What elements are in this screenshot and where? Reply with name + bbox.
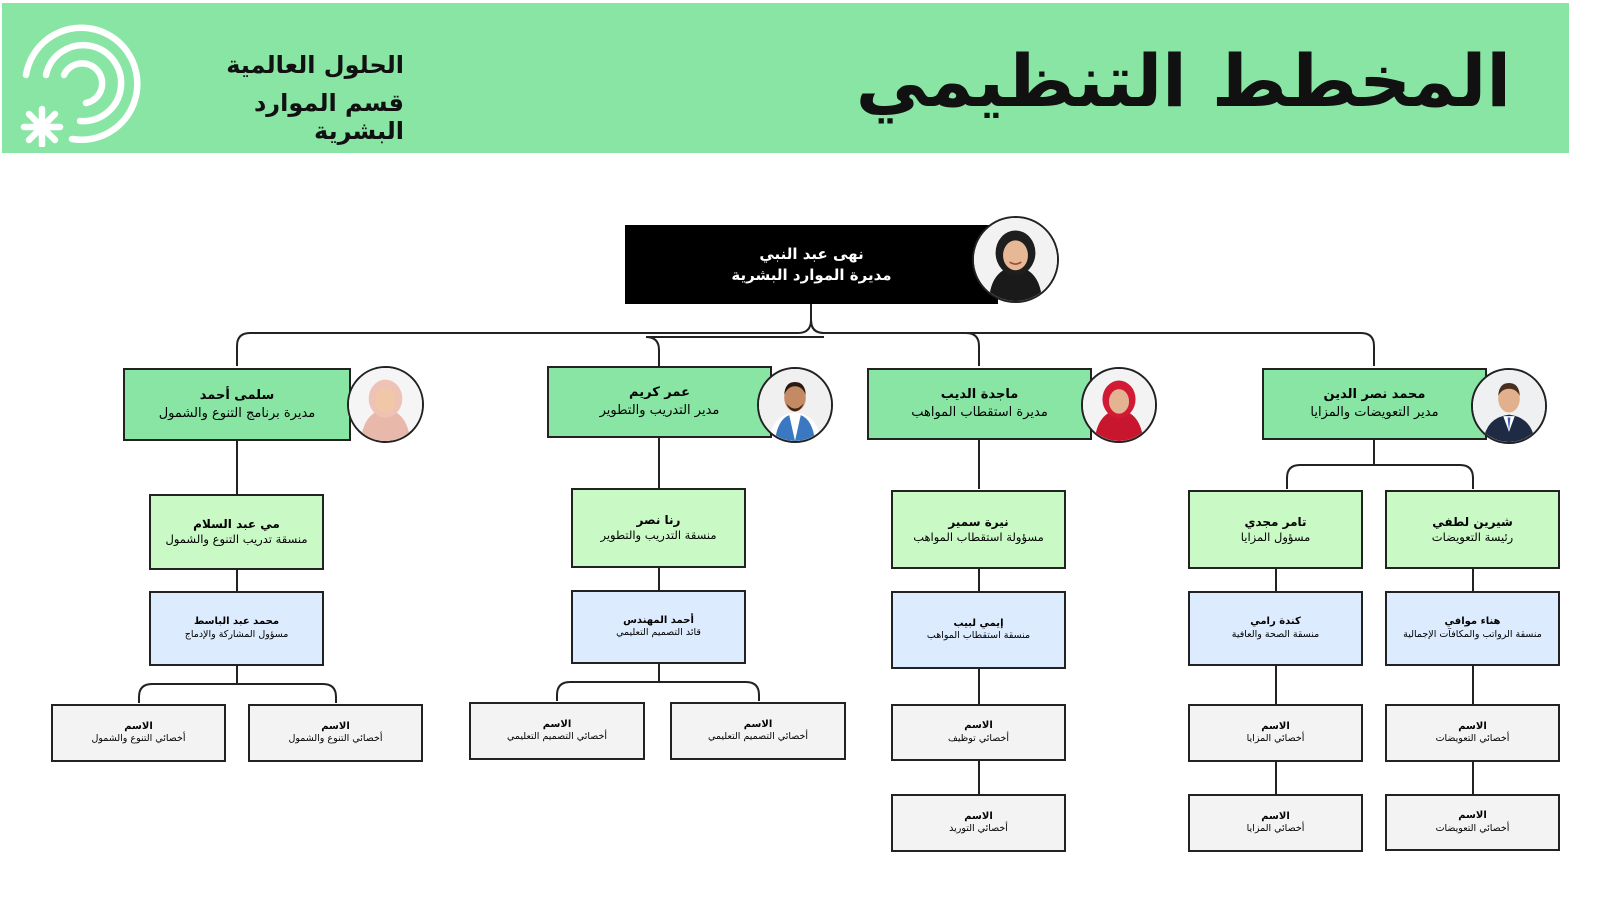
avatar: [972, 216, 1059, 303]
person-name: الاسم: [321, 720, 350, 732]
staff-box[interactable]: الاسم أخصائي المزايا: [1188, 794, 1363, 852]
person-name: رنا نصر: [636, 513, 681, 528]
person-name: نيرة سمير: [948, 514, 1009, 529]
staff-box[interactable]: الاسم أخصائي التنوع والشمول: [248, 704, 423, 762]
person-role: مدير التدريب والتطوير: [599, 403, 720, 418]
executive-box[interactable]: نهى عبد النبي مديرة الموارد البشرية: [625, 225, 998, 304]
specialist-box[interactable]: إيمي لبيب منسقة استقطاب المواهب: [891, 591, 1066, 669]
person-hijab-icon: [349, 368, 422, 441]
person-role: رئيسة التعويضات: [1431, 529, 1514, 544]
person-hijab-icon: [1083, 369, 1155, 441]
coordinator-box[interactable]: شيرين لطفي رئيسة التعويضات: [1385, 490, 1560, 569]
person-name: الاسم: [542, 718, 572, 730]
person-role: أخصائي التعويضات: [1435, 733, 1510, 745]
person-name: سلمى أحمد: [199, 387, 275, 403]
person-name: الاسم: [1458, 810, 1487, 822]
staff-box[interactable]: الاسم أخصائي التنوع والشمول: [51, 704, 226, 762]
person-role: مسؤول المزايا: [1240, 529, 1311, 544]
person-name: الاسم: [1261, 810, 1290, 822]
person-role: منسقة التدريب والتطوير: [600, 528, 717, 543]
specialist-box[interactable]: أحمد المهندس قائد التصميم التعليمي: [571, 590, 746, 664]
person-role: مسؤول المشاركة والإدماج: [184, 628, 289, 640]
person-role: مديرة برنامج التنوع والشمول: [158, 405, 316, 421]
specialist-box[interactable]: محمد عبد الباسط مسؤول المشاركة والإدماج: [149, 591, 324, 666]
person-name: تامر مجدي: [1244, 514, 1307, 529]
company-name: الحلول العالمية: [226, 51, 404, 79]
person-role: مسؤولة استقطاب المواهب: [913, 529, 1044, 544]
person-role: أخصائي التعويضات: [1435, 822, 1510, 834]
person-role: أخصائي التصميم التعليمي: [507, 731, 607, 743]
person-name: محمد عبد الباسط: [193, 616, 280, 628]
page-title: المخطط التنظيمي: [855, 39, 1511, 123]
person-name: الاسم: [1261, 720, 1290, 732]
person-suit-icon: [1473, 370, 1545, 442]
staff-box[interactable]: الاسم أخصائي التصميم التعليمي: [670, 702, 846, 760]
specialist-box[interactable]: كندة رامي منسقة الصحة والعافية: [1188, 591, 1363, 666]
avatar: [347, 366, 424, 443]
executive-role: مديرة الموارد البشرية: [731, 265, 892, 284]
person-role: منسقة استقطاب المواهب: [926, 630, 1031, 642]
person-name: الاسم: [964, 720, 993, 732]
person-name: هناء موافي: [1444, 616, 1501, 628]
person-role: أخصائي توظيف: [947, 732, 1010, 744]
person-name: أحمد المهندس: [623, 614, 694, 626]
avatar: [1471, 368, 1547, 444]
coordinator-box[interactable]: تامر مجدي مسؤول المزايا: [1188, 490, 1363, 569]
coordinator-box[interactable]: نيرة سمير مسؤولة استقطاب المواهب: [891, 490, 1066, 569]
header-banner: الحلول العالمية قسم الموارد البشرية المخ…: [2, 3, 1569, 153]
person-name: ماجدة الديب: [940, 387, 1019, 403]
staff-box[interactable]: الاسم أخصائي التصميم التعليمي: [469, 702, 645, 760]
manager-box[interactable]: ماجدة الديب مديرة استقطاب المواهب: [867, 368, 1092, 440]
spiral-asterisk-logo-icon: [20, 24, 141, 147]
person-name: الاسم: [964, 810, 993, 822]
person-role: مديرة استقطاب المواهب: [911, 405, 1048, 420]
person-role: أخصائي التصميم التعليمي: [708, 731, 808, 743]
avatar: [1081, 367, 1157, 443]
person-role: أخصائي المزايا: [1246, 733, 1305, 745]
person-name: إيمي لبيب: [953, 617, 1004, 629]
person-role: أخصائي التنوع والشمول: [91, 733, 186, 745]
staff-box[interactable]: الاسم أخصائي توظيف: [891, 704, 1066, 761]
person-name: الاسم: [1458, 720, 1487, 732]
person-name: شيرين لطفي: [1432, 514, 1513, 529]
person-role: أخصائي التوريد: [949, 823, 1008, 835]
person-role: أخصائي المزايا: [1246, 823, 1305, 835]
person-role: أخصائي التنوع والشمول: [288, 733, 383, 745]
person-hijab-icon: [974, 218, 1057, 301]
person-name: محمد نصر الدين: [1323, 387, 1426, 403]
person-name: عمر كريم: [629, 385, 690, 401]
staff-box[interactable]: الاسم أخصائي المزايا: [1188, 704, 1363, 762]
coordinator-box[interactable]: رنا نصر منسقة التدريب والتطوير: [571, 488, 746, 568]
staff-box[interactable]: الاسم أخصائي التوريد: [891, 794, 1066, 852]
person-role: منسقة تدريب التنوع والشمول: [165, 532, 308, 547]
person-role: مدير التعويضات والمزايا: [1310, 405, 1439, 420]
person-casual-icon: [759, 369, 831, 441]
coordinator-box[interactable]: مي عبد السلام منسقة تدريب التنوع والشمول: [149, 494, 324, 570]
avatar: [757, 367, 833, 443]
staff-box[interactable]: الاسم أخصائي التعويضات: [1385, 794, 1560, 851]
manager-box[interactable]: سلمى أحمد مديرة برنامج التنوع والشمول: [123, 368, 351, 441]
specialist-box[interactable]: هناء موافي منسقة الرواتب والمكافآت الإجم…: [1385, 591, 1560, 666]
executive-name: نهى عبد النبي: [759, 245, 864, 264]
person-name: الاسم: [743, 718, 773, 730]
manager-box[interactable]: عمر كريم مدير التدريب والتطوير: [547, 366, 772, 438]
person-role: قائد التصميم التعليمي: [616, 627, 701, 639]
department-name: قسم الموارد البشرية: [253, 89, 404, 145]
person-role: منسقة الرواتب والمكافآت الإجمالية: [1403, 628, 1542, 640]
person-name: مي عبد السلام: [193, 517, 280, 532]
staff-box[interactable]: الاسم أخصائي التعويضات: [1385, 704, 1560, 762]
person-name: الاسم: [124, 720, 153, 732]
person-name: كندة رامي: [1250, 616, 1301, 628]
manager-box[interactable]: محمد نصر الدين مدير التعويضات والمزايا: [1262, 368, 1487, 440]
person-role: منسقة الصحة والعافية: [1231, 628, 1320, 640]
